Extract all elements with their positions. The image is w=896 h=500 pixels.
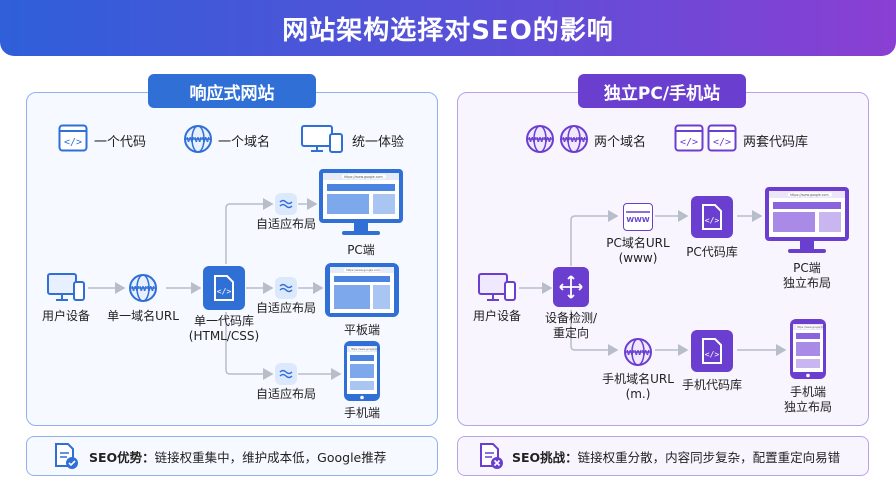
user-device-label: 用户设备 bbox=[41, 309, 91, 323]
single-codebase-label: 单一代码库 (HTML/CSS) bbox=[189, 314, 259, 344]
pc-end-label: PC端 bbox=[347, 243, 375, 257]
single-url-label: 单一域名URL bbox=[107, 309, 179, 323]
browser-url-text: https://www.google.com bbox=[346, 268, 380, 272]
svg-text:WWW: WWW bbox=[562, 136, 585, 144]
seo-challenge-body: 链接权重分散，内容同步复杂，配置重定向易错 bbox=[577, 449, 841, 465]
detect-line-1: 设备检测/ bbox=[544, 311, 598, 325]
wave-icon bbox=[275, 193, 297, 215]
phone-icon: https://www.google.com bbox=[343, 340, 381, 402]
devices-icon bbox=[300, 124, 344, 154]
adaptive-layout-label-pc: 自适应布局 bbox=[255, 217, 317, 231]
wave-icon bbox=[275, 277, 297, 299]
www-window-icon: WWW bbox=[623, 203, 653, 231]
code-icon: </> bbox=[674, 124, 704, 152]
svg-text:WWW: WWW bbox=[186, 136, 209, 144]
pc-codebase-label: PC代码库 bbox=[686, 245, 738, 259]
globe-icon: WWW bbox=[128, 273, 158, 303]
monitor-icon: https://www.google.com bbox=[764, 186, 850, 256]
seo-advantage-body: 链接权重集中，维护成本低，Google推荐 bbox=[154, 449, 387, 465]
mobile-domain-label: 手机域名URL (m.) bbox=[602, 372, 674, 402]
seo-challenge-bar: SEO挑战：链接权重分散，内容同步复杂，配置重定向易错 bbox=[457, 436, 869, 476]
mobile-codebase-icon: </> bbox=[691, 330, 733, 372]
pc-codebase-icon: </> bbox=[691, 196, 733, 238]
adaptive-layout-label-tablet: 自适应布局 bbox=[255, 301, 317, 315]
user-device-icon bbox=[46, 272, 86, 304]
monitor-icon: https://www.google.com bbox=[318, 168, 404, 238]
svg-text:WWW: WWW bbox=[528, 136, 551, 144]
feature-two-codebases: 两套代码库 bbox=[743, 135, 809, 150]
separate-sites-tag: 独立PC/手机站 bbox=[578, 74, 746, 108]
svg-text:</>: </> bbox=[680, 137, 698, 148]
tablet-icon: https://www.google.com bbox=[324, 262, 400, 318]
mobile-domain-line-1: 手机域名URL bbox=[602, 372, 674, 386]
separate-flow-connectors bbox=[519, 210, 787, 356]
mobile-domain-line-2: (m.) bbox=[625, 387, 651, 401]
svg-text:WWW: WWW bbox=[131, 285, 154, 293]
seo-advantage-text: SEO优势：链接权重集中，维护成本低，Google推荐 bbox=[89, 447, 386, 466]
browser-url-text: https://www.google.com bbox=[790, 193, 829, 197]
mobile-end-line-1: 手机端 bbox=[789, 385, 827, 399]
feature-unified-experience: 统一体验 bbox=[352, 135, 405, 150]
pc-end-line-2: 独立布局 bbox=[782, 276, 832, 290]
codebase-line-1: 单一代码库 bbox=[193, 314, 255, 328]
page-header: 网站架构选择对SEO的影响 bbox=[0, 0, 896, 56]
responsive-tag: 响应式网站 bbox=[148, 74, 316, 108]
seo-challenge-text: SEO挑战：链接权重分散，内容同步复杂，配置重定向易错 bbox=[512, 447, 840, 466]
mobile-end-line-2: 独立布局 bbox=[783, 400, 833, 414]
svg-text:</>: </> bbox=[64, 137, 82, 148]
svg-text:WWW: WWW bbox=[626, 349, 649, 357]
seo-challenge-label: SEO挑战： bbox=[512, 449, 578, 465]
codebase-line-2: (HTML/CSS) bbox=[188, 329, 260, 343]
code-icon: </> bbox=[707, 124, 737, 152]
device-detect-label: 设备检测/ 重定向 bbox=[545, 311, 597, 341]
svg-text:</>: </> bbox=[713, 137, 731, 148]
svg-text:</>: </> bbox=[705, 216, 720, 225]
globe-icon: WWW bbox=[623, 337, 653, 367]
adaptive-layout-label-phone: 自适应布局 bbox=[255, 387, 317, 401]
pc-domain-line-2: (www) bbox=[618, 251, 658, 265]
pc-independent-label: PC端 独立布局 bbox=[783, 261, 831, 291]
responsive-flow-connectors bbox=[88, 198, 342, 380]
wave-icon bbox=[275, 363, 297, 385]
feature-one-domain: 一个域名 bbox=[218, 135, 271, 150]
svg-text:</>: </> bbox=[217, 287, 232, 296]
user-device-label-right: 用户设备 bbox=[472, 309, 522, 323]
detect-line-2: 重定向 bbox=[552, 326, 590, 340]
feature-one-code: 一个代码 bbox=[94, 135, 147, 150]
codebase-file-icon: </> bbox=[203, 266, 245, 310]
globe-icon: WWW bbox=[559, 124, 589, 154]
document-x-icon bbox=[478, 442, 504, 470]
pc-domain-label: PC域名URL (www) bbox=[606, 236, 669, 266]
globe-icon: WWW bbox=[183, 124, 213, 154]
redirect-icon bbox=[553, 267, 589, 307]
document-check-icon bbox=[53, 442, 79, 470]
mobile-codebase-label: 手机代码库 bbox=[681, 378, 743, 392]
user-device-icon bbox=[477, 272, 517, 304]
pc-end-line-1: PC端 bbox=[793, 261, 821, 275]
phone-end-label: 手机端 bbox=[343, 406, 381, 420]
code-icon: </> bbox=[58, 124, 88, 152]
feature-two-domains: 两个域名 bbox=[594, 135, 647, 150]
tablet-end-label: 平板端 bbox=[343, 323, 381, 337]
seo-advantage-bar: SEO优势：链接权重集中，维护成本低，Google推荐 bbox=[26, 436, 438, 476]
phone-icon: https://www.google.com bbox=[789, 318, 827, 380]
browser-url-text: https://www.google.com bbox=[351, 348, 381, 351]
seo-advantage-label: SEO优势： bbox=[89, 449, 155, 465]
pc-domain-line-1: PC域名URL bbox=[606, 236, 670, 250]
page-title: 网站架构选择对SEO的影响 bbox=[282, 15, 614, 46]
browser-url-text: https://www.google.com bbox=[344, 175, 383, 179]
mobile-independent-label: 手机端 独立布局 bbox=[784, 385, 832, 415]
svg-text:</>: </> bbox=[705, 350, 720, 359]
globe-icon: WWW bbox=[525, 124, 555, 154]
svg-text:WWW: WWW bbox=[626, 216, 649, 224]
browser-url-text: https://www.google.com bbox=[797, 326, 827, 329]
